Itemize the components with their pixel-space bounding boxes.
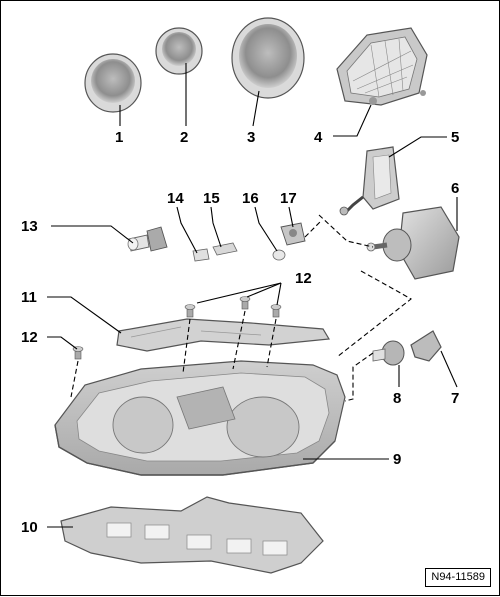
cap-part-1 xyxy=(84,53,142,113)
screws-part-12 xyxy=(72,296,282,360)
callout-14: 14 xyxy=(167,190,184,207)
screw-d xyxy=(72,346,84,360)
callout-15: 15 xyxy=(203,190,220,207)
cap-part-2 xyxy=(155,27,203,75)
callout-8: 8 xyxy=(393,390,401,407)
callout-10: 10 xyxy=(21,519,38,536)
bulb-socket-part-8 xyxy=(372,340,405,366)
leader-lines xyxy=(47,63,458,528)
connector-part-7 xyxy=(410,330,442,362)
callout-17: 17 xyxy=(280,190,297,207)
screw-c xyxy=(270,304,282,318)
callout-13: 13 xyxy=(21,218,38,235)
socket-part-17 xyxy=(280,222,306,246)
callout-4: 4 xyxy=(314,129,323,146)
callout-labels: 1 2 3 4 5 6 7 8 9 10 11 12 13 14 15 16 1… xyxy=(21,129,459,536)
screw-a xyxy=(184,304,196,318)
headlight-housing-part-9 xyxy=(54,360,346,476)
lower-bracket-part-10 xyxy=(60,496,324,574)
assembly-lines xyxy=(70,214,412,402)
callout-5: 5 xyxy=(451,129,459,146)
callout-11: 11 xyxy=(21,289,37,306)
callout-7: 7 xyxy=(451,390,459,407)
callout-1: 1 xyxy=(115,129,123,146)
bracket-part-11 xyxy=(116,318,331,352)
bulb-part-16 xyxy=(272,249,286,261)
reference-code: N94-11589 xyxy=(425,568,491,587)
callout-12-screws: 12 xyxy=(295,270,312,287)
bulb-part-15 xyxy=(212,242,238,256)
callout-3: 3 xyxy=(247,129,255,146)
control-unit-part-6 xyxy=(366,206,460,280)
callout-16: 16 xyxy=(242,190,259,207)
callout-2: 2 xyxy=(180,129,188,146)
screw-b xyxy=(239,296,251,310)
cover-part-4 xyxy=(336,27,428,106)
cap-part-3 xyxy=(231,17,305,99)
callout-9: 9 xyxy=(393,451,401,468)
bulb-holder-part-5 xyxy=(339,146,400,216)
callout-12: 12 xyxy=(21,329,38,346)
callout-6: 6 xyxy=(451,180,459,197)
bulb-part-13 xyxy=(127,226,168,252)
